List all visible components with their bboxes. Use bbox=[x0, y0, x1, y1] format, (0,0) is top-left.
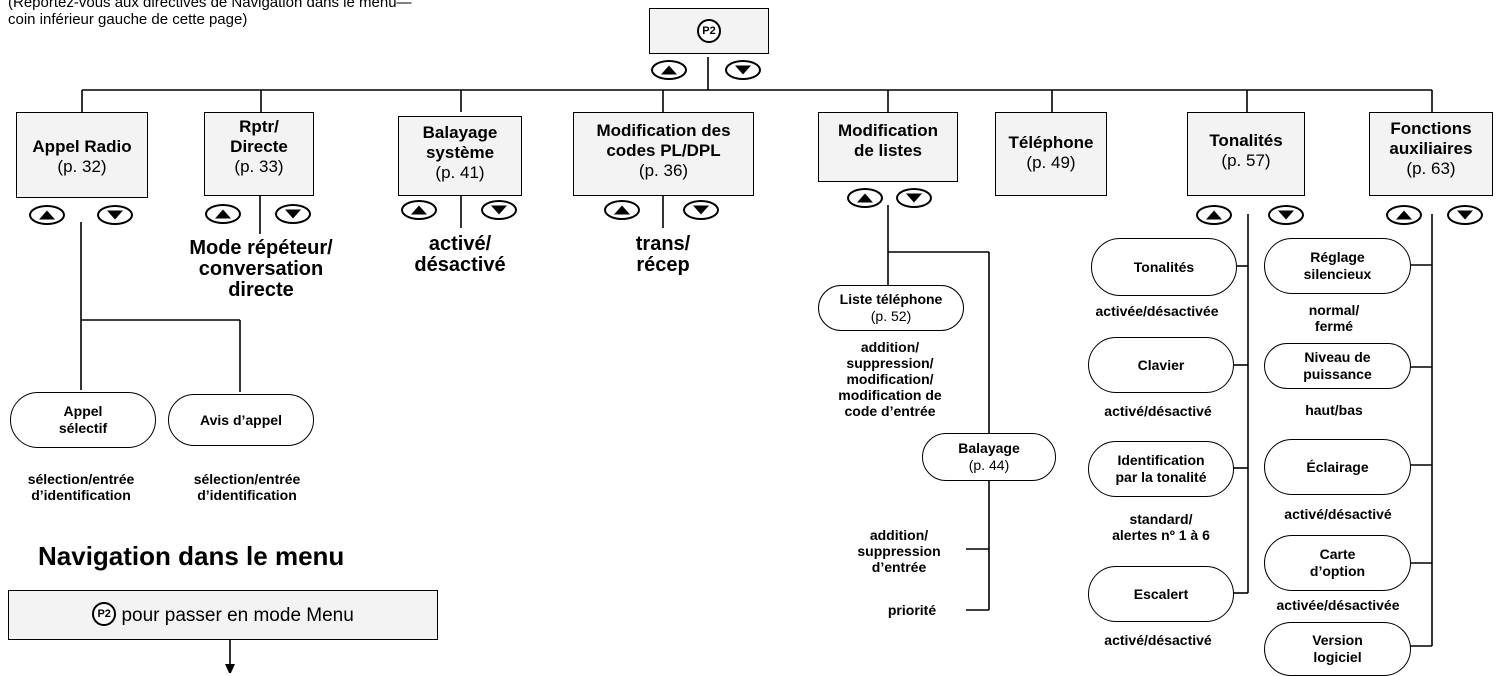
niveau-puissance-item[interactable]: Niveau de puissance bbox=[1264, 343, 1411, 389]
up-arrow-button[interactable] bbox=[651, 60, 687, 80]
identification-tonalite-item[interactable]: Identification par la tonalité bbox=[1088, 441, 1234, 497]
tonalites-sub-item[interactable]: Tonalités bbox=[1091, 238, 1237, 296]
menu-telephone[interactable]: Téléphone (p. 49) bbox=[995, 112, 1107, 196]
eclairage-item[interactable]: Éclairage bbox=[1264, 439, 1411, 495]
reglage-silencieux-options: normal/ fermé bbox=[1308, 302, 1360, 334]
menu-fonctions-auxiliaires[interactable]: Fonctions auxiliaires (p. 63) bbox=[1369, 112, 1493, 196]
appel-radio-down-button[interactable] bbox=[97, 205, 133, 225]
navigation-heading: Navigation dans le menu bbox=[38, 541, 345, 571]
balayage-liste-item[interactable]: Balayage (p. 44) bbox=[922, 433, 1056, 481]
auxiliaires-up-button[interactable] bbox=[1386, 205, 1422, 225]
avis-appel-item[interactable]: Avis d’appel bbox=[168, 394, 314, 446]
top-note: (Reportez-vous aux directives de Navigat… bbox=[8, 0, 412, 28]
escalert-item[interactable]: Escalert bbox=[1088, 566, 1234, 622]
menu-rptr-directe[interactable]: Rptr/ Directe (p. 33) bbox=[204, 112, 314, 196]
menu-modification-listes[interactable]: Modification de listes bbox=[818, 112, 958, 182]
listes-down-button[interactable] bbox=[896, 188, 932, 208]
tonalites-down-button[interactable] bbox=[1268, 205, 1304, 225]
balayage-options: activé/ désactivé bbox=[414, 233, 506, 276]
version-logiciel-item[interactable]: Version logiciel bbox=[1264, 622, 1411, 676]
rptr-down-button[interactable] bbox=[275, 204, 311, 224]
balayage-down-button[interactable] bbox=[481, 200, 517, 220]
eclairage-options: activé/désactivé bbox=[1284, 506, 1392, 522]
carte-option-item[interactable]: Carte d’option bbox=[1264, 535, 1411, 591]
balayage-priorite-option: priorité bbox=[887, 602, 937, 618]
balayage-up-button[interactable] bbox=[401, 200, 437, 220]
rptr-up-button[interactable] bbox=[205, 204, 241, 224]
menu-appel-radio[interactable]: Appel Radio (p. 32) bbox=[16, 112, 148, 198]
avis-appel-options: sélection/entrée d’identification bbox=[193, 471, 301, 503]
codes-down-button[interactable] bbox=[683, 200, 719, 220]
codes-options: trans/ récep bbox=[635, 233, 691, 276]
balayage-liste-options: addition/ suppression d’entrée bbox=[857, 527, 941, 575]
reglage-silencieux-item[interactable]: Réglage silencieux bbox=[1264, 238, 1411, 294]
tonalites-sub-options: activée/désactivée bbox=[1095, 303, 1219, 319]
down-arrow-button[interactable] bbox=[725, 60, 761, 80]
menu-tonalites[interactable]: Tonalités (p. 57) bbox=[1187, 112, 1305, 196]
menu-modification-codes[interactable]: Modification des codes PL/DPL (p. 36) bbox=[573, 112, 754, 196]
appel-selectif-item[interactable]: Appel sélectif bbox=[10, 392, 156, 448]
rptr-options: Mode répéteur/ conversation directe bbox=[189, 237, 333, 301]
clavier-options: activé/désactivé bbox=[1104, 403, 1212, 419]
escalert-options: activé/désactivé bbox=[1104, 632, 1212, 648]
p2-key-icon: P2 bbox=[92, 602, 117, 626]
menu-balayage-systeme[interactable]: Balayage système (p. 41) bbox=[398, 116, 522, 196]
appel-radio-up-button[interactable] bbox=[29, 205, 65, 225]
clavier-item[interactable]: Clavier bbox=[1088, 337, 1234, 393]
listes-up-button[interactable] bbox=[847, 188, 883, 208]
appel-selectif-options: sélection/entrée d’identification bbox=[27, 471, 135, 503]
auxiliaires-down-button[interactable] bbox=[1447, 205, 1483, 225]
tonalites-up-button[interactable] bbox=[1196, 205, 1232, 225]
carte-option-options: activée/désactivée bbox=[1276, 597, 1400, 613]
navigation-step-1: P2 pour passer en mode Menu bbox=[8, 590, 438, 640]
liste-telephone-item[interactable]: Liste téléphone (p. 52) bbox=[818, 285, 964, 331]
p2-root-box: P2 bbox=[649, 8, 769, 54]
niveau-puissance-options: haut/bas bbox=[1305, 402, 1363, 418]
liste-telephone-options: addition/ suppression/ modification/ mod… bbox=[838, 339, 942, 419]
codes-up-button[interactable] bbox=[604, 200, 640, 220]
p2-button-icon[interactable]: P2 bbox=[697, 19, 721, 43]
identification-tonalite-options: standard/ alertes nº 1 à 6 bbox=[1112, 511, 1210, 543]
